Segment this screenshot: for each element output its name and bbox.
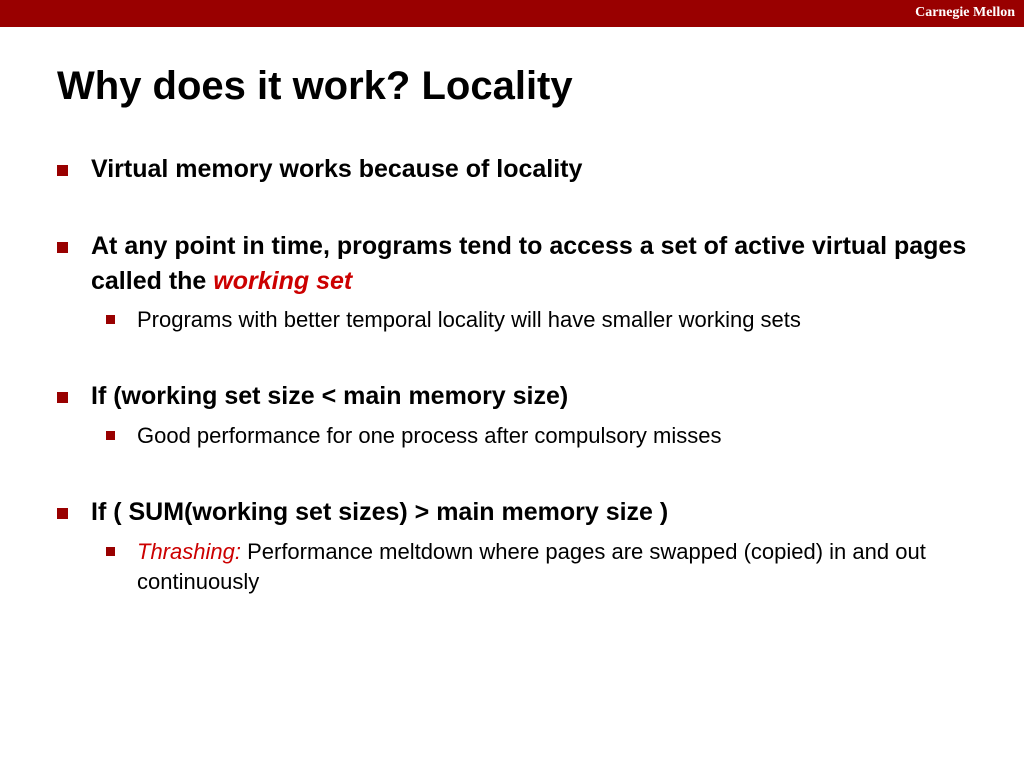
square-bullet-icon: [106, 547, 115, 556]
sub-bullet-emphasis: Thrashing:: [137, 539, 241, 564]
square-bullet-icon: [106, 431, 115, 440]
bullet-text: If (working set size < main memory size): [91, 382, 569, 410]
square-bullet-icon: [106, 315, 115, 324]
square-bullet-icon: [57, 165, 68, 176]
square-bullet-icon: [57, 392, 68, 403]
bullet-emphasis: working set: [213, 267, 353, 295]
square-bullet-icon: [57, 508, 68, 519]
sub-bullet-text: Good performance for one process after c…: [137, 423, 722, 448]
sub-bullet-text: Programs with better temporal locality w…: [137, 307, 801, 332]
bullet-item: Virtual memory works because of locality: [57, 152, 971, 187]
slide-title: Why does it work? Locality: [57, 64, 573, 108]
sub-bullet-item: Programs with better temporal locality w…: [106, 305, 977, 335]
bullet-text: If ( SUM(working set sizes) > main memor…: [91, 498, 669, 526]
header-bar: Carnegie Mellon: [0, 0, 1024, 27]
bullet-item: If (working set size < main memory size): [57, 379, 971, 414]
bullet-text: At any point in time, programs tend to a…: [91, 232, 967, 295]
sub-bullet-item: Good performance for one process after c…: [106, 421, 977, 451]
sub-bullet-text: Performance meltdown where pages are swa…: [137, 539, 926, 594]
bullet-text: Virtual memory works because of locality: [91, 155, 583, 183]
brand-label: Carnegie Mellon: [915, 5, 1015, 20]
bullet-item: At any point in time, programs tend to a…: [57, 229, 971, 299]
sub-bullet-item: Thrashing: Performance meltdown where pa…: [106, 537, 977, 597]
bullet-item: If ( SUM(working set sizes) > main memor…: [57, 495, 971, 530]
square-bullet-icon: [57, 242, 68, 253]
